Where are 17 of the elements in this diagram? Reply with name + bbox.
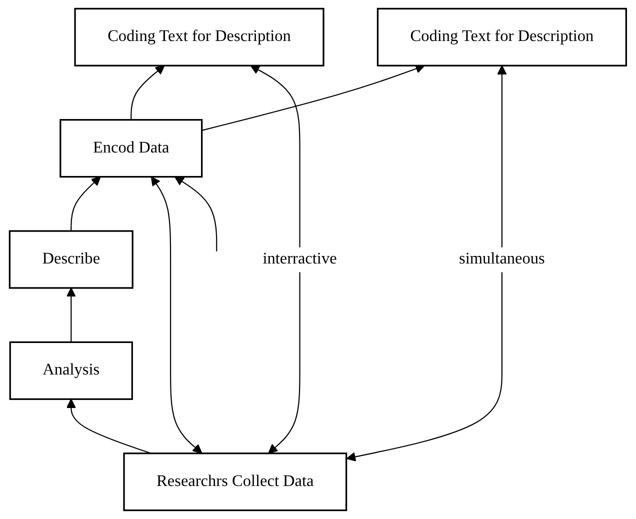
arrow xyxy=(202,64,425,131)
arrow xyxy=(130,65,165,120)
arrow xyxy=(66,398,152,454)
node-box: Describe xyxy=(8,230,134,289)
node-box: Coding Text for Description xyxy=(376,8,628,66)
arrow xyxy=(174,176,218,252)
arrow xyxy=(346,65,507,462)
arrow xyxy=(70,176,101,232)
node-box: Encod Data xyxy=(60,119,203,178)
edge-label: interractive xyxy=(262,250,337,268)
edge-label: simultaneous xyxy=(459,250,545,268)
node-box: Coding Text for Description xyxy=(74,8,324,66)
node-box: Analysis xyxy=(9,341,134,400)
node-box: Researchrs Collect Data xyxy=(123,452,348,512)
arrow xyxy=(250,65,300,454)
arrow xyxy=(66,288,76,342)
arrow xyxy=(150,176,202,454)
